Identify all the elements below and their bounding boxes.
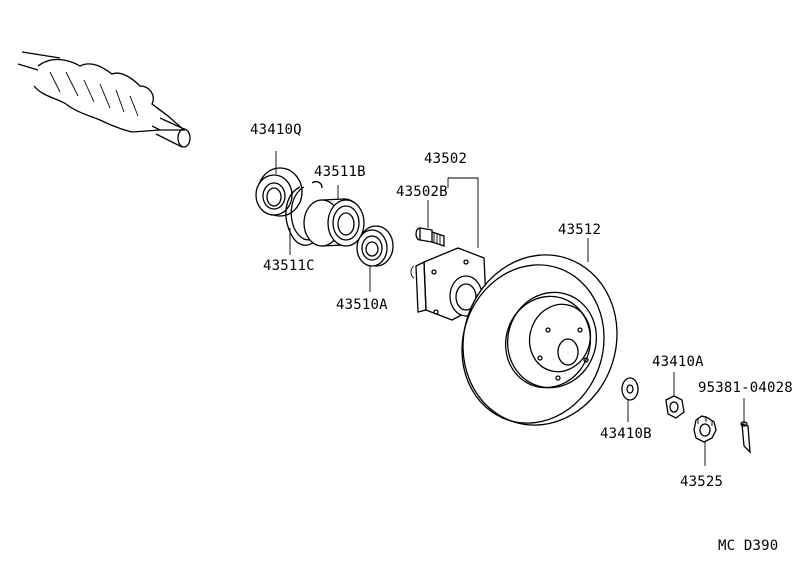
snap-ring-43511c (285, 186, 315, 255)
hub-bolt-43502b (415, 200, 445, 247)
washer-43410b (621, 377, 639, 422)
label-43510a: 43510A (336, 297, 388, 313)
bearing-43511b (303, 181, 365, 247)
cotter-pin-95381 (740, 398, 751, 454)
label-43525: 43525 (680, 474, 723, 490)
brake-disc-43512 (461, 238, 618, 426)
label-43410a: 43410A (652, 354, 704, 370)
label-43511c: 43511C (263, 258, 315, 274)
drive-shaft (17, 51, 191, 148)
diagram-code: MC D390 (718, 538, 778, 554)
label-43512: 43512 (558, 222, 601, 238)
label-43502b: 43502B (396, 184, 448, 200)
castle-nut-43525 (693, 415, 717, 466)
label-43511b: 43511B (314, 164, 366, 180)
bearing-seal-43410q (255, 151, 303, 217)
bearing-seal-43510a (356, 225, 394, 292)
label-43502: 43502 (424, 151, 467, 167)
nut-43410a (665, 372, 685, 419)
label-43410b: 43410B (600, 426, 652, 442)
label-95381-04028: 95381-04028 (698, 380, 793, 396)
label-43410q: 43410Q (250, 122, 302, 138)
